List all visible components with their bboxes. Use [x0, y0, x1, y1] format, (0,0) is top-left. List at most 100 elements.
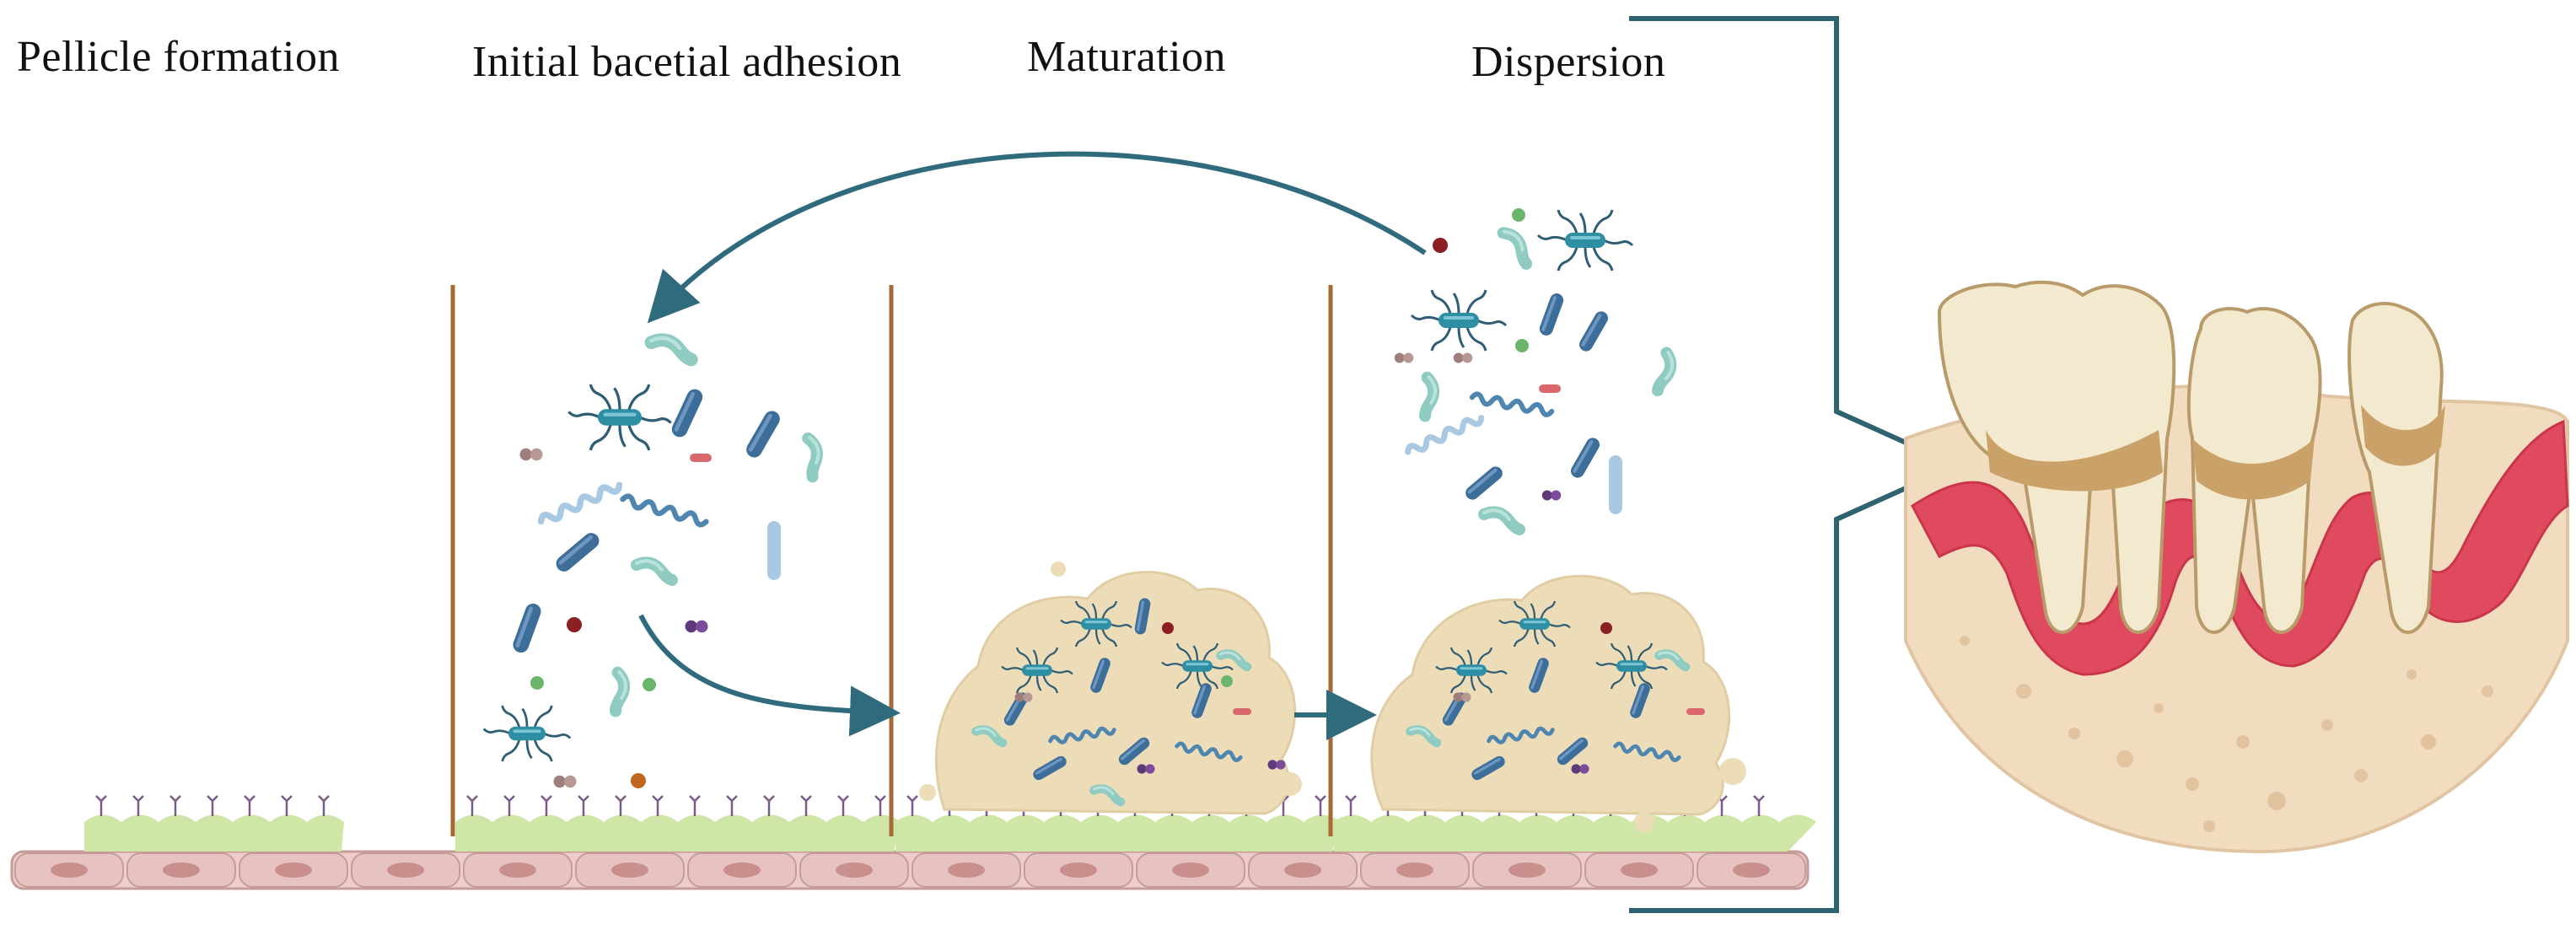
cell-nucleus — [1060, 862, 1097, 878]
glycoprotein-receptor — [503, 795, 515, 816]
glycoprotein-receptor — [318, 795, 330, 816]
cell-nucleus — [275, 862, 312, 878]
coccus-icon — [1686, 708, 1705, 715]
adhesion-to-maturation-arrow — [638, 614, 901, 737]
cell-nucleus — [499, 862, 536, 878]
biofilm-matrix-dispersion — [1370, 574, 1746, 832]
spirochete-icon — [1406, 414, 1483, 456]
pellicle-film — [84, 814, 344, 852]
curved-bacterium-icon — [1413, 376, 1444, 416]
diplococcus-icon — [553, 775, 577, 788]
bacillus-icon — [1462, 464, 1506, 502]
spirochete-icon — [539, 481, 621, 525]
biofilm-matrix-maturation — [919, 562, 1302, 815]
tooth-icon — [2347, 302, 2445, 634]
dispersing-bacteria — [1394, 208, 1677, 529]
cell-nucleus — [387, 862, 424, 878]
glycoprotein-receptor — [578, 795, 589, 816]
curved-bacterium-icon — [795, 437, 830, 477]
cell-nucleus — [611, 862, 648, 878]
bacillus-icon — [743, 408, 783, 460]
pellicle-film — [1334, 814, 1816, 852]
coccus-icon — [1512, 208, 1525, 222]
cell-nucleus — [1396, 862, 1433, 878]
bacillus-icon — [1609, 455, 1622, 514]
diplococcus-icon — [519, 448, 543, 461]
coccus-icon — [1162, 622, 1174, 634]
coccus-icon — [530, 676, 544, 690]
cell-nucleus — [836, 862, 873, 878]
cycle-arrows — [638, 151, 1427, 740]
glycoprotein-receptor — [763, 795, 775, 816]
cell-nucleus — [948, 862, 985, 878]
diplococcus-icon — [1541, 490, 1562, 501]
embedded-bacteria-dispersion — [1411, 599, 1705, 782]
bacillus-icon — [1577, 309, 1611, 354]
stage-title-pellicle-formation: Pellicle formation — [17, 33, 341, 81]
spirochete-icon — [1471, 393, 1552, 416]
bacillus-icon — [669, 386, 706, 440]
embedded-bacteria-maturation — [976, 597, 1286, 802]
glycoprotein-receptor — [95, 795, 107, 816]
coccus-icon — [1539, 384, 1561, 393]
cell-nucleus — [1508, 862, 1546, 878]
stage-title-dispersion: Dispersion — [1471, 38, 1666, 86]
coccus-icon — [631, 773, 646, 788]
cell-nucleus — [1172, 862, 1209, 878]
curved-bacterium-icon — [1496, 229, 1536, 264]
coccus-icon — [1233, 708, 1251, 715]
glycoprotein-receptor — [466, 795, 478, 816]
epithelium-layer — [10, 850, 1810, 890]
glycoprotein-receptor — [1315, 795, 1326, 816]
pellicle-film — [455, 814, 901, 852]
glycoprotein-receptor — [726, 795, 738, 816]
spirochete-icon — [621, 495, 707, 526]
curved-bacterium-icon — [652, 338, 691, 360]
glycoprotein-receptor — [244, 795, 255, 816]
diplococcus-icon — [1453, 352, 1473, 363]
pellicle-film — [895, 814, 1341, 852]
coccus-icon — [690, 454, 712, 462]
cell-nucleus — [163, 862, 200, 878]
coccus-icon — [1600, 622, 1612, 634]
tooth-icon — [1937, 280, 2176, 634]
coccus-icon — [1433, 238, 1448, 253]
bacillus-icon — [1568, 435, 1602, 481]
bacillus-icon — [767, 521, 781, 580]
coccus-icon — [643, 678, 656, 691]
curved-bacterium-icon — [604, 671, 634, 711]
stage-dividers — [450, 285, 1333, 836]
glycoprotein-receptor — [874, 795, 886, 816]
curved-bacterium-icon — [1484, 510, 1519, 529]
glycoprotein-receptor — [281, 795, 293, 816]
diplococcus-icon — [1394, 352, 1414, 363]
bacillus-icon — [1537, 291, 1566, 338]
cell-nucleus — [51, 862, 88, 878]
cell-nucleus — [1733, 862, 1770, 878]
stage-title-initial-adhesion: Initial bacetial adhesion — [472, 38, 902, 86]
periodontal-illustration — [1904, 280, 2569, 854]
flagellated-bacterium-icon — [1536, 208, 1634, 272]
glycoprotein-receptor — [652, 795, 664, 816]
dispersion-return-arrow — [647, 151, 1427, 324]
flagellated-bacterium-icon — [567, 383, 673, 452]
glycoprotein-receptor — [906, 795, 918, 816]
glycoprotein-receptor — [132, 795, 144, 816]
coccus-icon — [567, 617, 582, 632]
cell-nucleus — [1621, 862, 1658, 878]
cell-nucleus — [1284, 862, 1321, 878]
glycoprotein-receptor — [169, 795, 181, 816]
bacillus-icon — [510, 601, 544, 655]
curved-bacterium-icon — [637, 561, 672, 580]
tooth-icon — [2186, 307, 2322, 634]
diplococcus-icon — [685, 620, 708, 633]
glycoprotein-receptor — [689, 795, 701, 816]
bacillus-icon — [552, 529, 603, 575]
flagellated-bacterium-icon — [482, 704, 572, 763]
curved-bacterium-icon — [1652, 352, 1677, 390]
glycoprotein-receptor — [800, 795, 812, 816]
coccus-icon — [1221, 675, 1233, 687]
free-bacteria-adhesion — [482, 338, 830, 788]
glycoprotein-receptor — [615, 795, 627, 816]
